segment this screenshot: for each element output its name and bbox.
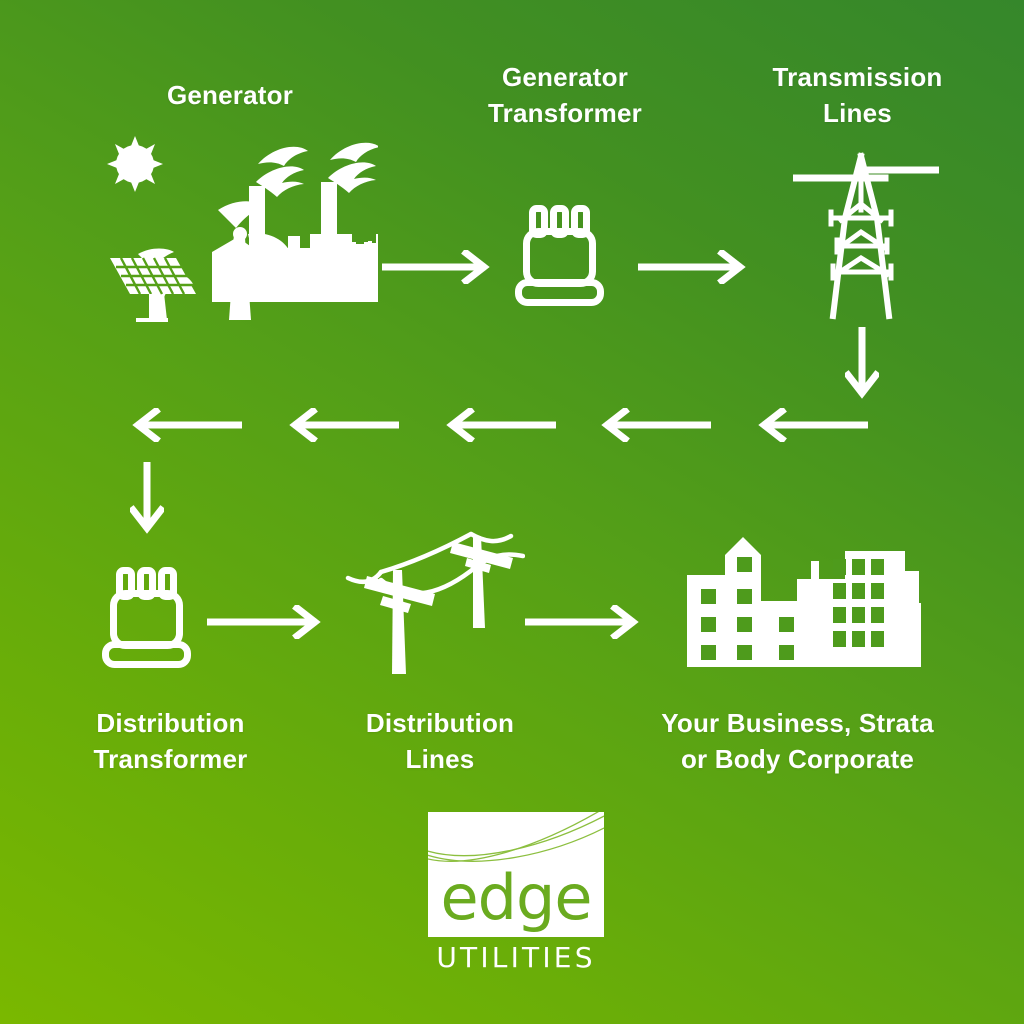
transmission-tower-icon [793, 140, 939, 320]
utility-pole-far [450, 536, 513, 628]
arrow-generator-transformer-to-transmission [638, 250, 750, 284]
arrow-transmission-down [845, 327, 879, 403]
arrow-return-left-3 [440, 408, 556, 442]
logo-wordmark: edge [440, 861, 593, 934]
arrow-generator-to-generator-transformer [382, 250, 494, 284]
stage-label-distribution-lines: Distribution Lines [365, 708, 515, 774]
arrow-return-left-2 [595, 408, 711, 442]
arrow-return-left-5 [126, 408, 242, 442]
wind-turbine-large-icon [218, 201, 290, 320]
transformer-icon [508, 198, 612, 308]
smoke-leaf-left-icon [256, 146, 308, 197]
stage-label-generator: Generator [166, 80, 294, 110]
utility-pole-near [364, 570, 435, 674]
smoke-leaf-right-icon [328, 142, 378, 193]
edge-utilities-logo: edge UTILITIES [428, 812, 604, 974]
buildings-icon [673, 533, 921, 679]
power-generation-icon [88, 134, 378, 324]
stage-label-generator-transformer: Generator Transformer [488, 62, 642, 128]
utility-poles-icon [345, 508, 525, 688]
smokestack-icon [249, 182, 337, 248]
stage-label-customer: Your Business, Strata or Body Corporate [661, 708, 934, 774]
arrow-distribution-lines-to-customer [525, 605, 643, 639]
logo-box: edge [428, 812, 604, 937]
stage-label-distribution-transformer: Distribution Transformer [93, 708, 248, 774]
arrow-distribution-transformer-to-lines [207, 605, 325, 639]
arrow-return-left-4 [283, 408, 399, 442]
sun-icon [107, 136, 163, 192]
logo-subtitle: UTILITIES [436, 941, 596, 974]
arrow-left-down-to-distribution-transformer [130, 462, 164, 538]
logo-curve-lines-icon [428, 812, 604, 862]
stage-label-transmission-lines: Transmission Lines [772, 62, 943, 128]
transformer-icon [95, 560, 199, 672]
arrow-return-left-1 [752, 408, 868, 442]
solar-panel-icon [110, 257, 196, 322]
